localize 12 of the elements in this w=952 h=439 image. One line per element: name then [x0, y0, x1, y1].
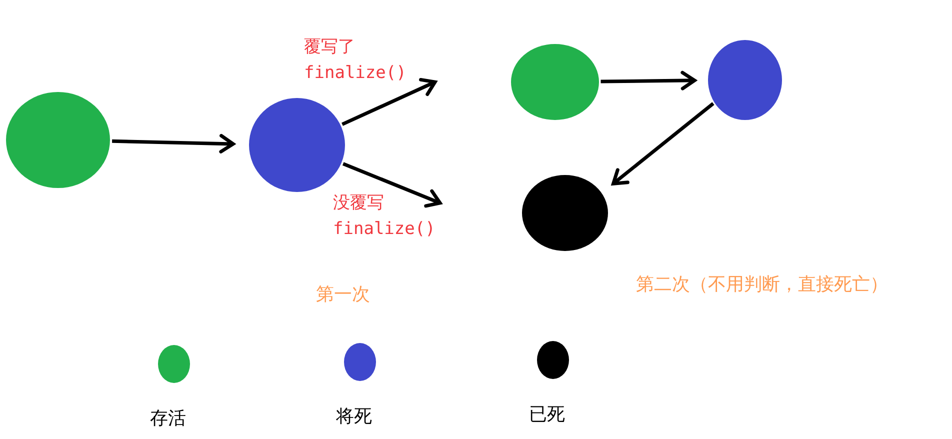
- legend-text: 存活: [150, 407, 186, 431]
- arrow: [342, 162, 442, 208]
- note-text: 第一次: [316, 283, 370, 307]
- edge-label: 覆写了 finalize(): [304, 36, 408, 85]
- note-text: 第二次（不用判断，直接死亡）: [636, 273, 888, 297]
- edge-label: 没覆写 finalize(): [333, 192, 436, 241]
- legend-text: 将死: [336, 405, 372, 429]
- arrow: [112, 134, 235, 154]
- arrow: [342, 78, 437, 126]
- legend-text: 已死: [529, 403, 565, 427]
- arrow: [612, 102, 714, 186]
- arrow: [600, 70, 696, 90]
